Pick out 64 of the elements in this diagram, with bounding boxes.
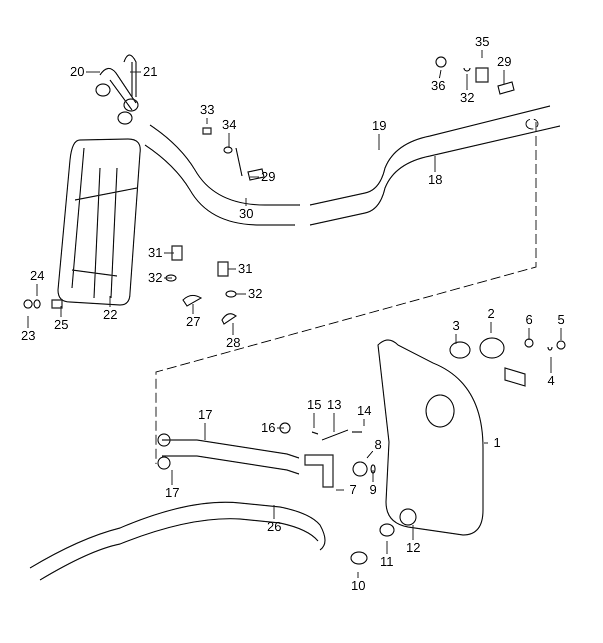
callout-number: 7 — [350, 483, 357, 497]
leader-line — [372, 470, 374, 482]
callout-number: 2 — [488, 307, 495, 321]
callout-number: 4 — [548, 374, 555, 388]
callout-number: 24 — [30, 269, 44, 283]
callout-number: 28 — [226, 336, 240, 350]
callout-number: 27 — [186, 315, 200, 329]
leader-line — [250, 176, 260, 178]
leader-line — [228, 268, 236, 270]
callout-number: 25 — [54, 318, 68, 332]
callout-number: 29 — [497, 55, 512, 69]
callout-number: 26 — [267, 520, 282, 534]
callout-number: 33 — [200, 103, 214, 117]
callout-number: 29 — [261, 170, 276, 184]
leader-line — [560, 328, 562, 340]
leader-line — [550, 356, 552, 374]
callout-number: 13 — [327, 398, 342, 412]
callout-number: 16 — [261, 421, 276, 435]
callout-number: 3 — [452, 319, 460, 333]
callout-number: 30 — [239, 207, 254, 221]
callout-number: 32 — [460, 91, 474, 105]
callout-number: 19 — [372, 119, 386, 133]
leader-line — [36, 284, 38, 296]
callout-number: 31 — [238, 262, 252, 276]
callout-number: 31 — [148, 246, 162, 260]
callout-number: 15 — [307, 398, 322, 412]
callout-number: 9 — [370, 483, 377, 497]
leader-line — [466, 74, 468, 90]
leader-line — [434, 156, 436, 172]
callout-number: 6 — [526, 313, 533, 327]
leader-line — [438, 70, 442, 79]
leader-line — [412, 524, 414, 540]
leader-line — [366, 450, 374, 458]
leader-line — [490, 322, 492, 334]
callout-number: 17 — [198, 408, 212, 422]
callout-number: 14 — [357, 404, 372, 418]
callout-number: 11 — [380, 555, 394, 569]
leader-line — [484, 442, 488, 444]
leader-line — [386, 540, 388, 554]
leader-line — [192, 304, 194, 314]
callout-number: 23 — [21, 329, 36, 343]
callout-number: 34 — [222, 118, 236, 132]
leader-line — [204, 422, 206, 440]
callout-number: 35 — [475, 35, 490, 49]
leader-line — [228, 132, 230, 148]
callout-number: 10 — [351, 579, 366, 593]
callout-number: 1 — [494, 436, 501, 450]
callout-number: 12 — [406, 541, 420, 555]
leader-line — [232, 322, 234, 336]
callout-number: 22 — [103, 308, 118, 322]
callout-number: 17 — [165, 486, 180, 500]
leader-line — [528, 328, 530, 340]
leader-line — [378, 134, 380, 150]
leader-line — [60, 306, 62, 318]
leader-line — [206, 118, 208, 124]
callout-number: 32 — [148, 271, 162, 285]
callout-number: 8 — [374, 438, 382, 452]
callout-number: 36 — [431, 79, 446, 93]
callout-number: 21 — [143, 65, 158, 79]
callout-number: 32 — [248, 287, 262, 301]
callout-number: 18 — [428, 173, 442, 187]
leader-line — [164, 252, 174, 254]
callout-number: 20 — [70, 65, 84, 79]
callout-number: 5 — [558, 313, 565, 327]
